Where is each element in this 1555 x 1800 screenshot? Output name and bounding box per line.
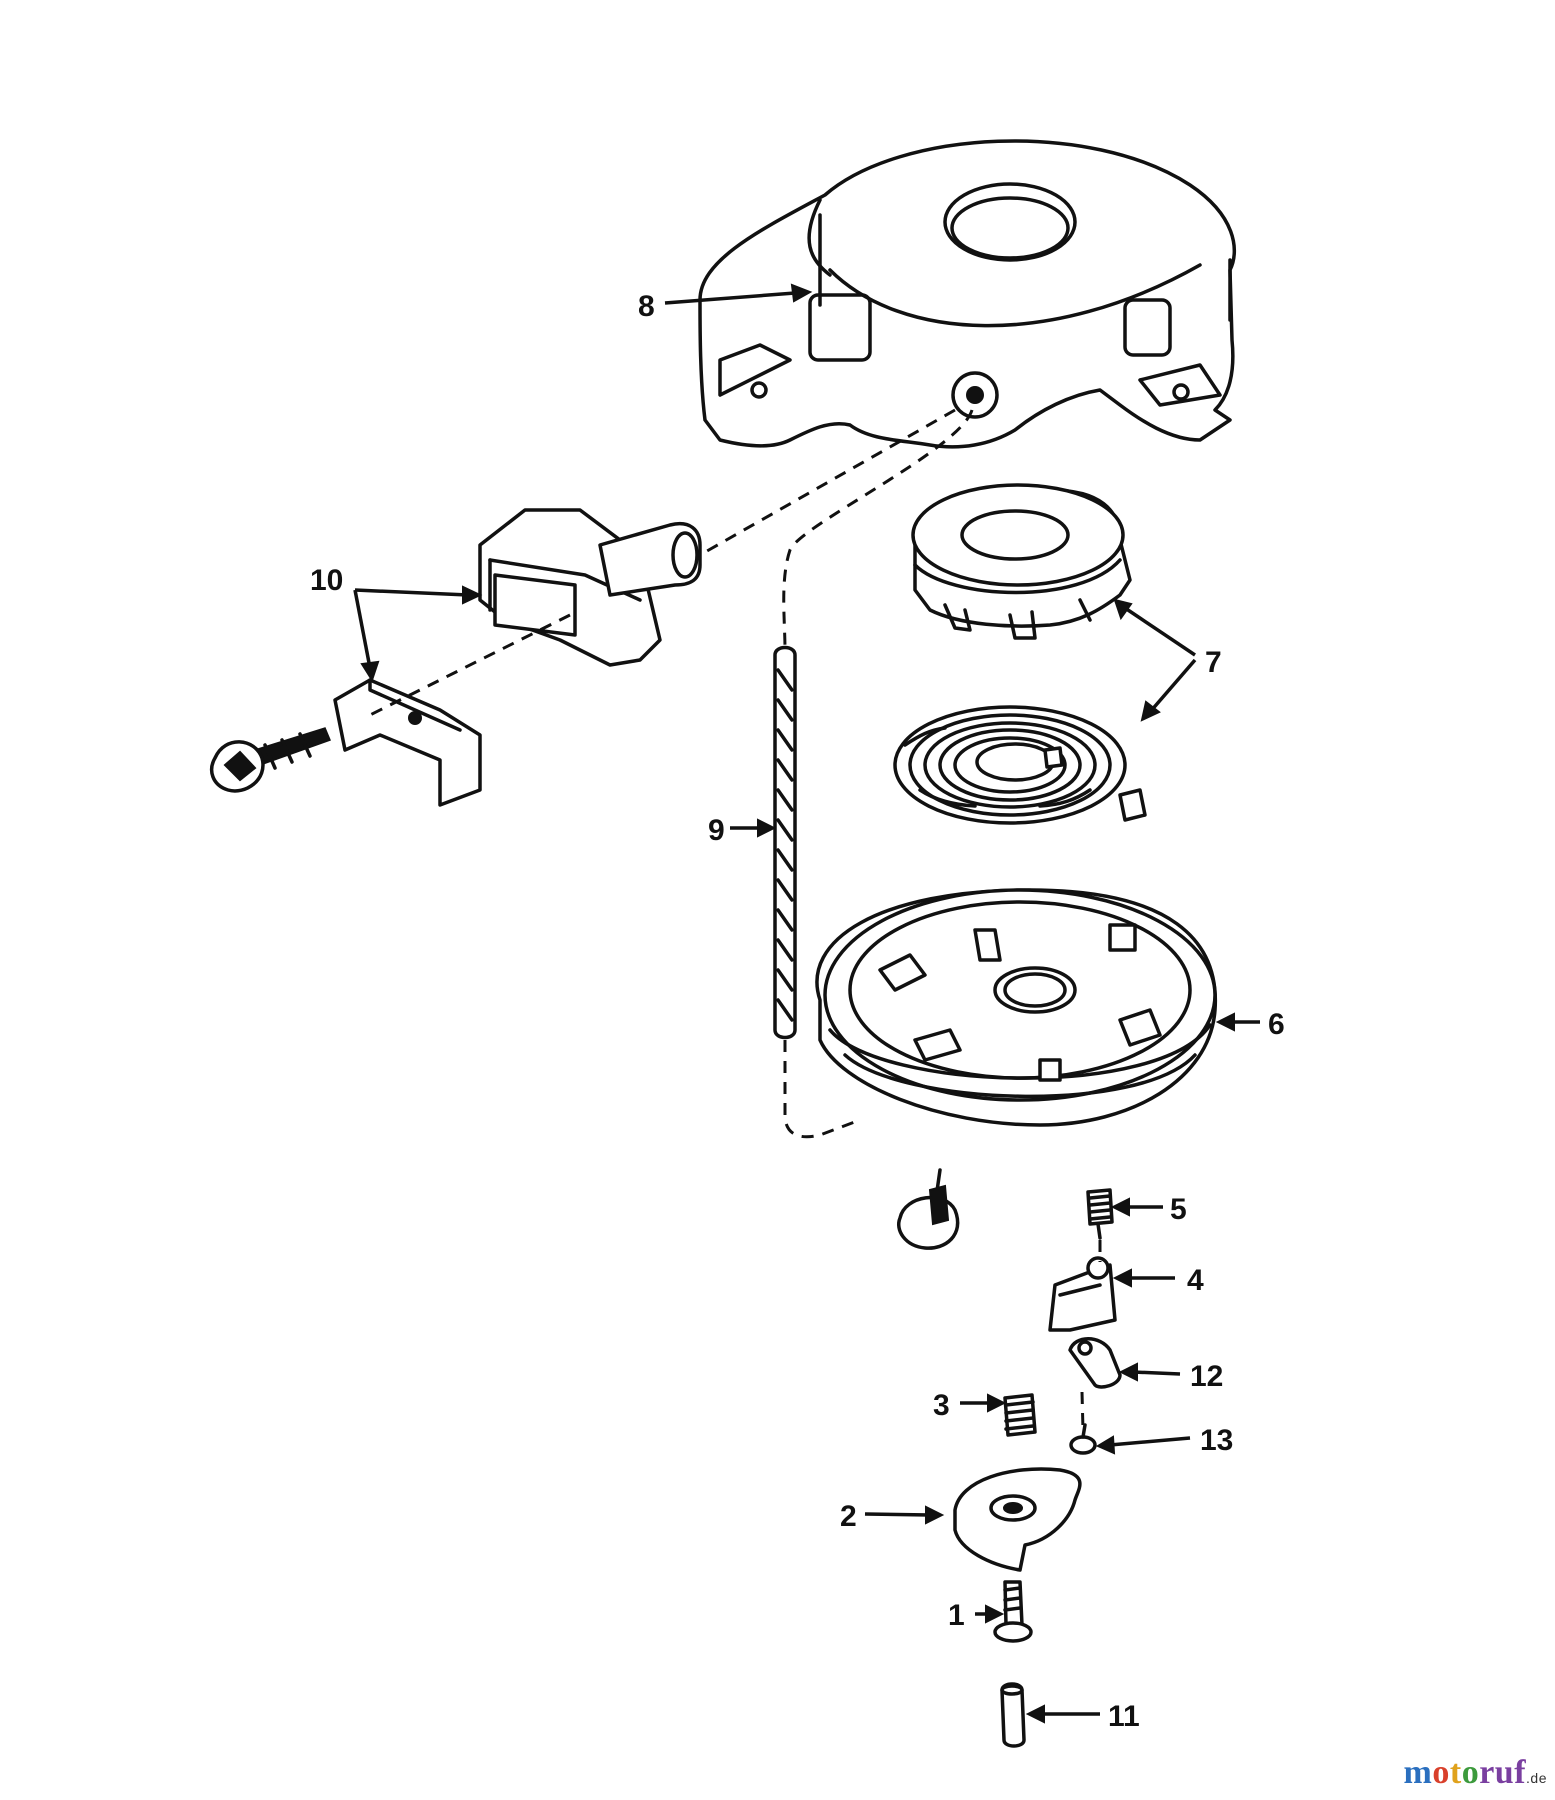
part-13-screw[interactable]	[1069, 1423, 1097, 1455]
watermark-letter: t	[1449, 1754, 1462, 1791]
callout-11: 11	[1108, 1700, 1140, 1733]
watermark-letter: o	[1461, 1754, 1480, 1791]
callout-9: 9	[708, 814, 725, 847]
watermark-letter: o	[1432, 1754, 1450, 1791]
callout-7: 7	[1205, 646, 1222, 679]
handle-screw[interactable]	[210, 727, 331, 793]
callout-12: 12	[1190, 1360, 1223, 1393]
part-11-pin[interactable]	[1000, 1682, 1026, 1748]
leader-lines	[353, 283, 1260, 1724]
watermark-letter: m	[1403, 1754, 1433, 1791]
watermark-tld: .de	[1526, 1770, 1547, 1786]
callout-6: 6	[1268, 1008, 1285, 1041]
pulley-screw[interactable]	[897, 1168, 960, 1250]
part-2-retainer-plate[interactable]	[953, 1467, 1082, 1572]
callout-5: 5	[1170, 1193, 1187, 1226]
callout-labels: 1 2 3 4 5 6 7 8 9 10 11 12 13	[310, 290, 1285, 1733]
part-7-recoil-spring[interactable]	[893, 705, 1147, 825]
callout-3: 3	[933, 1389, 950, 1422]
part-8-starter-housing[interactable]	[698, 139, 1237, 449]
part-4-pawl[interactable]	[1048, 1256, 1117, 1332]
part-7-spring-cover[interactable]	[911, 483, 1132, 640]
callout-10: 10	[310, 564, 343, 597]
part-6-starter-pulley[interactable]	[815, 888, 1218, 1127]
part-10-handle-insert[interactable]	[333, 678, 482, 807]
callout-8: 8	[638, 290, 655, 323]
watermark-letter: ruf	[1479, 1754, 1527, 1791]
assembly-dashed-lines	[369, 408, 1102, 1431]
callout-4: 4	[1187, 1264, 1204, 1297]
part-9-starter-rope[interactable]	[773, 645, 797, 1040]
part-1-shoulder-screw[interactable]	[993, 1580, 1033, 1643]
callout-13: 13	[1200, 1424, 1233, 1457]
callout-1: 1	[948, 1599, 965, 1632]
part-12-link[interactable]	[1068, 1337, 1122, 1389]
part-3-spring[interactable]	[1003, 1393, 1037, 1437]
part-5-spring[interactable]	[1086, 1188, 1114, 1240]
part-10-starter-handle[interactable]	[478, 508, 702, 667]
motoruf-logo-watermark: motoruf.de	[1404, 1754, 1547, 1792]
callout-2: 2	[840, 1500, 857, 1533]
